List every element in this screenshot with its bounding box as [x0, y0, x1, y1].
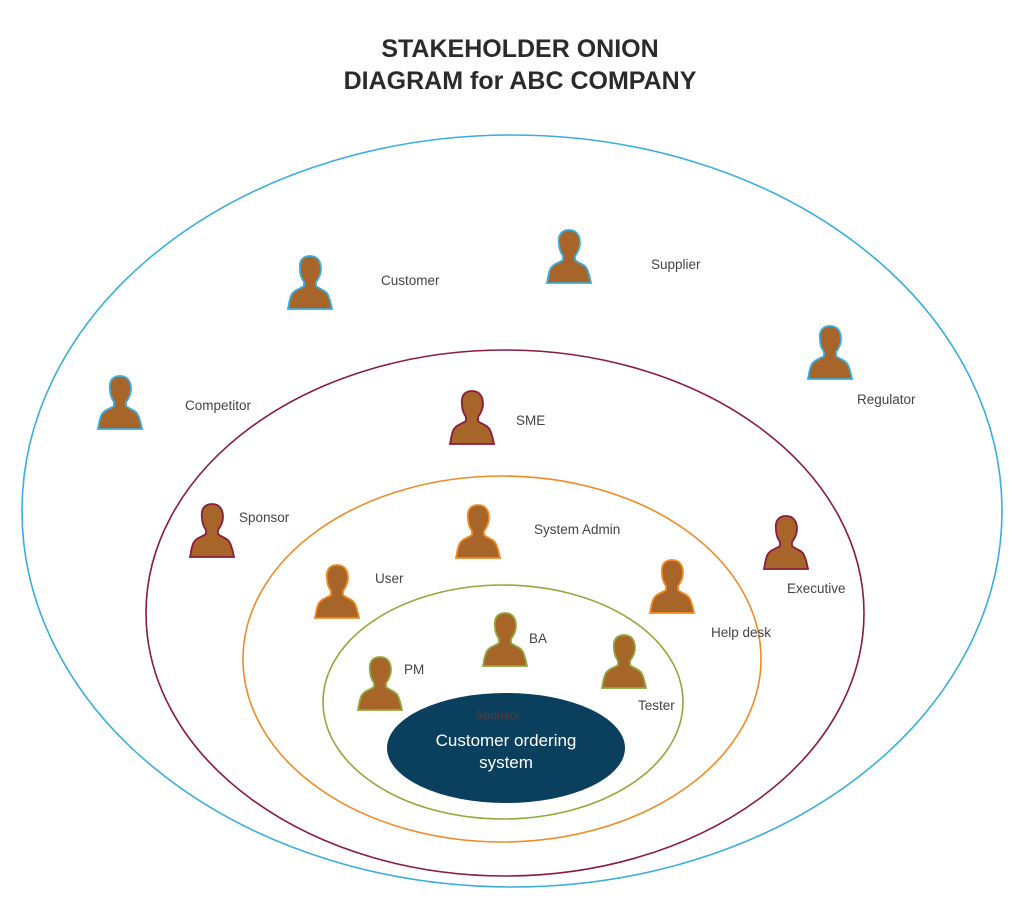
pm-person-icon	[357, 656, 403, 711]
inner-layer-ring	[322, 584, 684, 820]
stakeholder-label-user: User	[375, 571, 404, 586]
stakeholder-label-tester: Tester	[638, 698, 675, 713]
stakeholder-label-regulator: Regulator	[857, 392, 916, 407]
core-overlay-label: Sponsor	[476, 708, 521, 722]
core-label-line-2: system	[479, 753, 533, 772]
supplier-person-icon	[546, 229, 592, 284]
stakeholder-label-ba: BA	[529, 631, 547, 646]
system-admin-person-icon	[455, 504, 501, 559]
stakeholder-label-system-admin: System Admin	[534, 522, 620, 537]
core-label-line-1: Customer ordering	[436, 731, 577, 750]
stakeholder-label-sme: SME	[516, 413, 545, 428]
regulator-person-icon	[807, 325, 853, 380]
title-line-1: STAKEHOLDER ONION	[381, 35, 658, 63]
title-line-2: DIAGRAM for ABC COMPANY	[344, 67, 697, 95]
second-layer-ring	[145, 349, 865, 877]
stakeholder-label-pm: PM	[404, 662, 424, 677]
stakeholder-label-customer: Customer	[381, 273, 440, 288]
core-system-ellipse	[387, 693, 625, 803]
stakeholder-label-help-desk: Help desk	[711, 625, 771, 640]
tester-person-icon	[601, 634, 647, 689]
stakeholder-label-sponsor: Sponsor	[239, 510, 290, 525]
stakeholder-label-supplier: Supplier	[651, 257, 701, 272]
ba-person-icon	[482, 612, 528, 667]
sme-person-icon	[449, 390, 495, 445]
outer-layer-ring	[21, 134, 1003, 888]
executive-person-icon	[763, 515, 809, 570]
customer-person-icon	[287, 255, 333, 310]
stakeholder-label-competitor: Competitor	[185, 398, 252, 413]
third-layer-ring	[242, 475, 762, 843]
sponsor-person-icon	[189, 503, 235, 558]
stakeholder-label-executive: Executive	[787, 581, 846, 596]
help-desk-person-icon	[649, 559, 695, 614]
competitor-person-icon	[97, 375, 143, 430]
user-person-icon	[314, 564, 360, 619]
